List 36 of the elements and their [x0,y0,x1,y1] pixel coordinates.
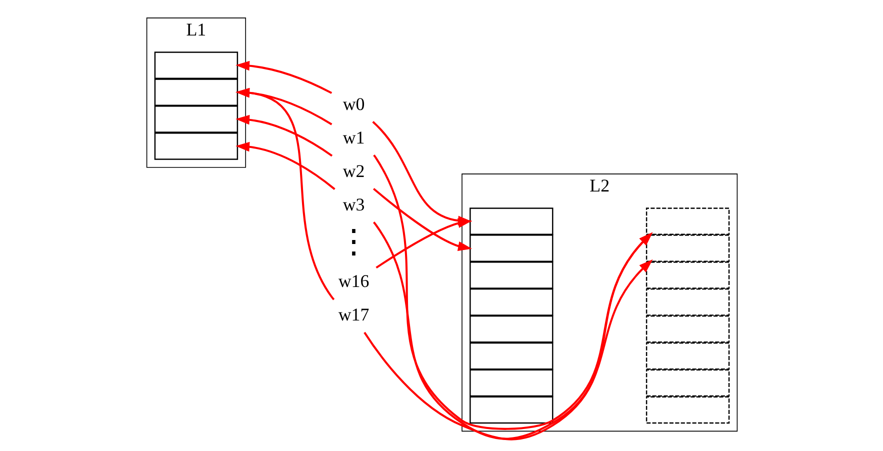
node-box [645,342,730,370]
node-box [154,52,238,79]
node-text: w2 [342,160,364,181]
node-box [645,262,730,289]
arrow [235,88,334,300]
arrow [235,142,335,190]
node-box [154,78,238,106]
node-text: w16 [338,271,369,292]
node-box [645,369,730,397]
cluster: L1 [146,18,246,168]
node-box [645,396,730,424]
node-box [645,208,730,235]
arrow [235,114,332,157]
node-box [469,396,553,424]
arrow [235,88,332,126]
node-box [645,315,730,343]
cluster: L2 [461,174,738,432]
node-text: w3 [342,194,364,214]
arrow [375,218,472,269]
node-box [469,208,553,235]
node-box [469,369,553,397]
node-text: w0 [342,94,364,114]
node-box [469,288,553,316]
node-box [645,234,730,262]
node-box [469,315,553,343]
label: ⋮ [336,224,370,260]
node-text: w17 [338,304,369,325]
node-text: w1 [342,127,364,148]
node-box [645,288,730,316]
node-box [154,132,238,160]
node-box [154,106,238,133]
node-box [469,262,553,289]
arrow [235,60,332,94]
node-box [469,342,553,370]
node-box [469,234,553,262]
arrow [372,154,652,430]
